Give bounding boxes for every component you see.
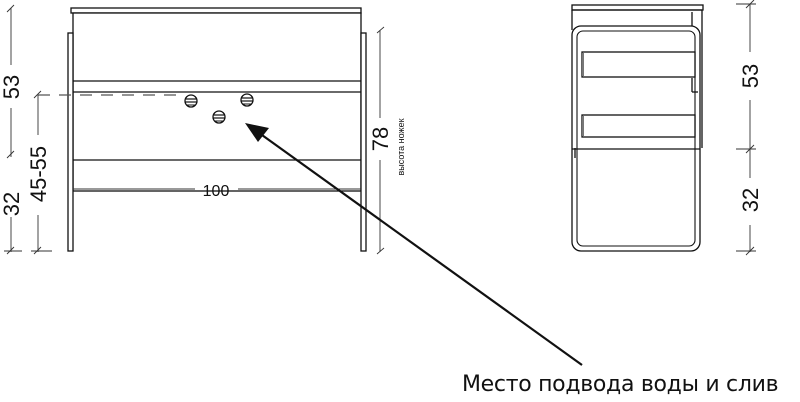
connection-height-dimension: 45-55 — [26, 146, 51, 202]
width-dimension: 100 — [203, 183, 230, 200]
callout-arrow — [245, 123, 583, 366]
side-frame-outer — [571, 25, 701, 252]
leg-height-dimension: 78 — [368, 127, 393, 151]
water-inlet-icon — [240, 93, 254, 107]
drain-icon — [212, 110, 226, 124]
side-upper-height-dimension: 53 — [738, 64, 763, 88]
side-lower-height-dimension: 32 — [738, 188, 763, 212]
arrow-head-icon — [245, 123, 269, 142]
side-drawer-lower — [581, 114, 696, 138]
right-leg — [360, 32, 367, 252]
cabinet-body — [72, 12, 362, 192]
left-leg — [67, 32, 74, 252]
front-view: 100 53 32 45-55 78 высота ножек — [0, 4, 406, 255]
countertop — [70, 7, 362, 14]
side-view: 53 32 — [571, 0, 763, 256]
lower-height-dimension: 32 — [0, 192, 24, 216]
side-frame-inner — [576, 30, 696, 247]
water-inlet-icon — [184, 94, 198, 108]
side-drawer-upper — [581, 51, 696, 78]
leg-height-label: высота ножек — [396, 118, 406, 175]
side-countertop — [571, 4, 704, 11]
callout-label: Место подвода воды и слив — [462, 372, 779, 397]
upper-height-dimension: 53 — [0, 75, 24, 99]
